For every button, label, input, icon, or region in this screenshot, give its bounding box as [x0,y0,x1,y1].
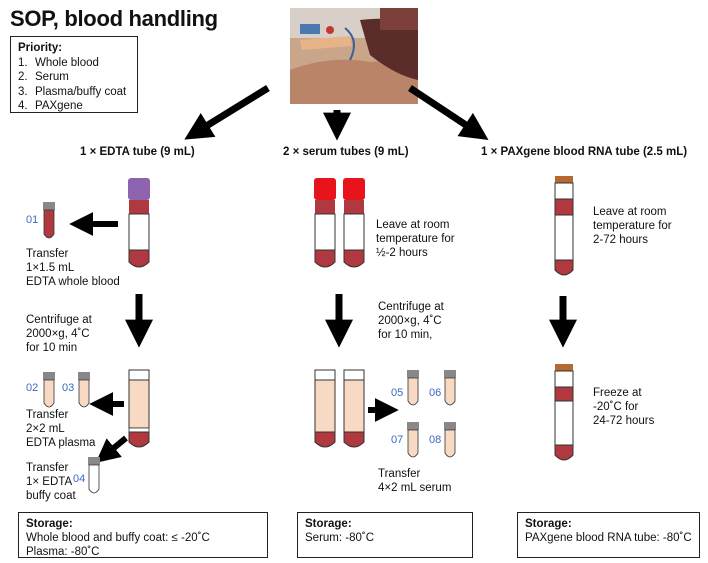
edta-transfer-plasma: Transfer 2×2 mL EDTA plasma [26,409,96,449]
edta-storage-box: Storage: Whole blood and buffy coat: ≤ -… [18,512,268,558]
serum-leave-text: Leave at room temperature for ½-2 hours [376,219,455,259]
aliquot-label-01: 01 [26,214,39,226]
storage-line: PAXgene blood RNA tube: -80˚C [525,532,692,544]
serum-transfer-text: Transfer 4×2 mL serum [378,468,452,494]
aliquot-label-03: 03 [62,382,75,394]
serum-storage-box: Storage: Serum: -80˚C [297,512,473,558]
edta-transfer-whole-blood: Transfer 1×1.5 mL EDTA whole blood [26,248,120,288]
edta-tube [128,178,150,268]
aliquot-tube-04 [88,457,100,494]
aliquot-label-06: 06 [429,387,442,399]
priority-heading: Priority: [18,42,63,54]
serum-centrifuge-text: Centrifuge at 2000×g, 4˚C for 10 min, [378,301,444,341]
edta-separated-tube [128,369,150,448]
storage-line: Plasma: -80˚C [26,546,100,558]
arrow-to-paxgene [408,85,489,140]
storage-heading: Storage: [525,518,572,530]
priority-item: 4.PAXgene [18,100,83,112]
edta-heading: 1 × EDTA tube (9 mL) [80,146,195,158]
aliquot-tube-03 [78,372,90,408]
aliquot-label-04: 04 [73,473,86,485]
arrow-edta-to-buffy [95,435,128,463]
priority-item: 2.Serum [18,71,69,83]
priority-box: Priority: 1.Whole blood 2.Serum 3.Plasma… [10,36,138,113]
aliquot-tube-02 [43,372,55,408]
paxgene-heading: 1 × PAXgene blood RNA tube (2.5 mL) [481,146,688,158]
aliquot-label-07: 07 [391,434,404,446]
storage-line: Serum: -80˚C [305,532,375,544]
aliquot-tube-07 [407,422,419,458]
page-title: SOP, blood handling [10,6,218,31]
aliquot-label-02: 02 [26,382,39,394]
paxgene-storage-box: Storage: PAXgene blood RNA tube: -80˚C [517,512,700,558]
aliquot-tube-06 [444,370,456,406]
aliquot-tube-05 [407,370,419,406]
priority-item: 1.Whole blood [18,56,99,69]
paxgene-leave-text: Leave at room temperature for 2-72 hours [593,206,672,246]
paxgene-frozen-tube [554,364,574,461]
edta-centrifuge-text: Centrifuge at 2000×g, 4˚C for 10 min [26,314,92,354]
paxgene-freeze-text: Freeze at -20˚C for 24-72 hours [593,387,655,427]
edta-transfer-buffy: Transfer 1× EDTA buffy coat [26,462,76,502]
aliquot-label-08: 08 [429,434,442,446]
aliquot-tube-01 [43,202,55,239]
aliquot-label-05: 05 [391,387,404,399]
storage-heading: Storage: [305,518,352,530]
priority-item: 3.Plasma/buffy coat [18,85,127,98]
serum-heading: 2 × serum tubes (9 mL) [283,146,409,158]
serum-tubes [314,178,365,268]
serum-separated-tubes [314,369,365,448]
storage-heading: Storage: [26,518,73,530]
aliquot-tube-08 [444,422,456,458]
blood-draw-photo [290,8,418,104]
paxgene-tube [554,176,574,276]
arrow-to-edta [184,85,270,140]
storage-line: Whole blood and buffy coat: ≤ -20˚C [26,532,210,544]
